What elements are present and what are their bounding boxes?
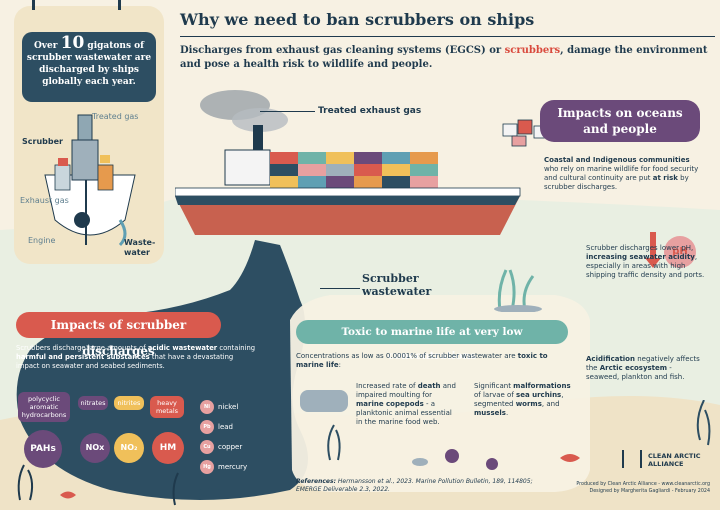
no2-circle: NO₂ [114, 433, 144, 463]
hm-circle: HM [152, 432, 184, 464]
references: References: Hermansson et al., 2023. Mar… [296, 478, 533, 493]
logo-icon [622, 450, 642, 468]
crab-icon [60, 491, 76, 499]
metal-name: mercury [218, 463, 248, 471]
metal-name: nickel [218, 403, 239, 411]
diagram-label-exhaust-gas: Exhaust gas [20, 196, 69, 205]
oceans-title-pill: Impacts on oceans and people [540, 100, 700, 142]
acidification-text: Acidification negatively affects the Arc… [586, 355, 700, 381]
metal-symbol: Cu [200, 440, 214, 454]
subtitle-text-end: , damage the environment and pose a heal… [180, 45, 708, 70]
credits: Produced by Clean Arctic Alliance - www.… [576, 482, 710, 494]
seaweed-icon [696, 400, 711, 446]
diagram-label-wastewater: Waste-water [124, 238, 156, 257]
stat-line-2: scrubber wastewater are discharged by sh… [26, 53, 152, 87]
ship-containers [270, 152, 438, 188]
ph-arrow-head [645, 258, 661, 268]
nox-tag: nitrates [78, 396, 108, 410]
hm-tag: heavy metals [150, 396, 184, 418]
no2-tag: nitrites [114, 396, 144, 410]
ship-funnel [253, 125, 263, 155]
diagram-label-scrubber: Scrubber [22, 137, 63, 146]
logo-text: CLEAN ARCTIC ALLIANCE [648, 452, 701, 468]
coral-illustration [494, 269, 542, 312]
subtitle: Discharges from exhaust gas cleaning sys… [180, 44, 710, 72]
nox-circle: NOx [80, 433, 110, 463]
toxic-title-pill: Toxic to marine life at very low concent… [296, 320, 568, 362]
metal-symbol: Pb [200, 420, 214, 434]
title-divider [180, 36, 715, 37]
sea-urchin-icon [445, 449, 459, 463]
label-scrubber-wastewater: Scrubber wastewater [362, 272, 432, 298]
oceans-text: Coastal and Indigenous communities who r… [544, 156, 699, 191]
copepod-text: Increased rate of death and impaired mou… [356, 382, 456, 426]
toxic-intro: Concentrations as low as 0.0001% of scru… [296, 352, 548, 369]
crab-icon [560, 454, 580, 462]
toxic-bubble [290, 295, 590, 492]
page-title: Why we need to ban scrubbers on ships [180, 10, 535, 29]
pahs-tag: polycyclic aromatic hydrocarbons [18, 392, 70, 422]
sea-urchin-icon [486, 458, 498, 470]
diagram-label-treated-gas: Treated gas [92, 112, 139, 121]
copepod-illustration [300, 390, 348, 412]
subtitle-highlight: scrubbers [504, 45, 561, 56]
subtitle-text: Discharges from exhaust gas cleaning sys… [180, 45, 505, 56]
seaweed-icon [172, 472, 179, 506]
ph-drop-icon: pH [664, 236, 696, 268]
stat-box: Over 10 gigatons of scrubber wastewater … [22, 32, 156, 102]
panel-hanger-left [32, 0, 35, 10]
urchin-text: Significant malformations of larvae of s… [474, 382, 571, 417]
ship-hull [175, 196, 520, 235]
metal-name: lead [218, 423, 233, 431]
stat-number: 10 [60, 33, 85, 53]
metal-symbol: Ni [200, 400, 214, 414]
discharges-text: Scrubbers discharge large amounts of aci… [16, 344, 256, 370]
seaweed-icon [327, 424, 341, 461]
seabed-decorations [17, 400, 711, 506]
fish-icon [198, 488, 222, 496]
scrubber-diagram [44, 114, 136, 247]
label-treated-exhaust-gas: Treated exhaust gas [318, 106, 422, 116]
diagram-label-engine: Engine [28, 236, 56, 245]
seaweed-icon [17, 464, 34, 501]
container-ship [175, 90, 521, 235]
leader-line-wastewater [320, 288, 360, 289]
ship-deck [175, 187, 521, 197]
stat-line-1: Over 10 gigatons of [33, 33, 145, 53]
rock-icon [412, 458, 428, 466]
metal-symbol: Hg [200, 460, 214, 474]
pahs-circle: PAHs [24, 430, 62, 468]
ph-text: Scrubber discharges lower pH, increasing… [586, 244, 705, 279]
metals-list: Ni nickel Pb lead Cu copper Hg mercury [184, 400, 254, 480]
discharges-title-pill: Impacts of scrubber discharges [16, 312, 221, 358]
metal-name: copper [218, 443, 243, 451]
panel-hanger-right [118, 0, 121, 10]
leader-line-exhaust [260, 111, 315, 112]
ship-bridge [224, 149, 271, 186]
ph-down-arrow [650, 232, 656, 262]
